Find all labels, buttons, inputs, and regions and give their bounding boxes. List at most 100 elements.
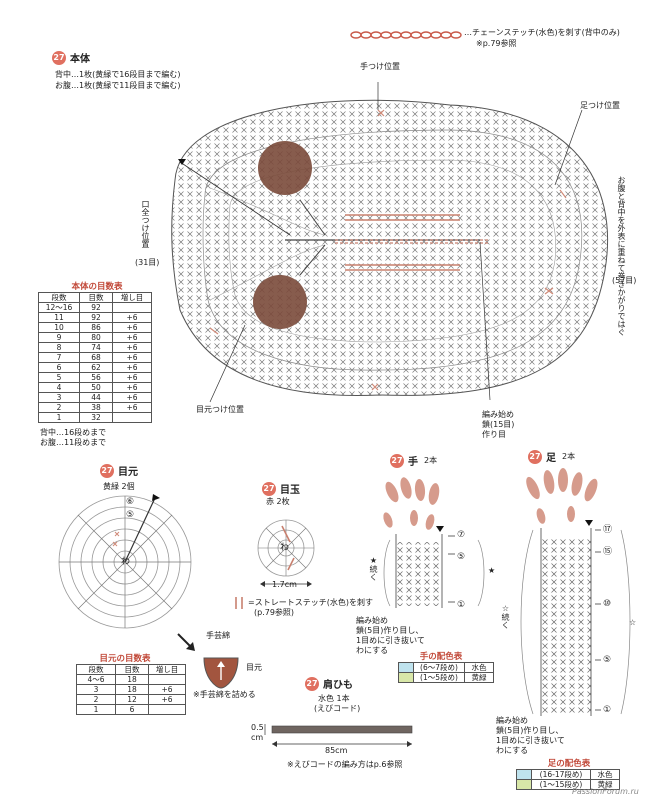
table-cell: 5 bbox=[38, 372, 80, 383]
body-chart-diagram bbox=[171, 82, 609, 403]
body-title: 本体 bbox=[70, 54, 90, 65]
table-header-row: 段数 目数 増し目 bbox=[76, 664, 186, 675]
foot-round-5: ⑤ bbox=[603, 655, 612, 665]
table-cell: 74 bbox=[79, 342, 113, 353]
table-cell: 水色 bbox=[464, 662, 494, 673]
hand-heading: 27 手 2本 bbox=[390, 453, 437, 468]
body-desc-back: 背中…1枚(黄緑で16段目まで編む) bbox=[55, 70, 181, 79]
table-cell bbox=[112, 412, 152, 423]
color-swatch bbox=[516, 779, 532, 790]
hand-round-7: ⑦ bbox=[457, 530, 466, 540]
table-cell: 56 bbox=[79, 372, 113, 383]
table-cell: +6 bbox=[112, 402, 152, 413]
foot-start-3: 1目めに引き抜いて bbox=[496, 736, 565, 745]
table-cell: 10 bbox=[38, 322, 80, 333]
hand-number-badge: 27 bbox=[390, 453, 404, 468]
color-swatch bbox=[398, 672, 414, 683]
table-cell: 9 bbox=[38, 332, 80, 343]
table-header-cell: 増し目 bbox=[112, 292, 152, 303]
table-header-cell: 段数 bbox=[38, 292, 80, 303]
body-heading: 27 本体 bbox=[52, 50, 90, 65]
table-cell: +6 bbox=[112, 332, 152, 343]
table-cell: 7 bbox=[38, 352, 80, 363]
hand-color-table-title: 手の配色表 bbox=[419, 652, 463, 662]
eyeball-number-badge: 27 bbox=[262, 481, 276, 496]
count-note-belly: お腹…11段めまで bbox=[40, 438, 107, 447]
foot-heading: 27 足 2本 bbox=[528, 449, 575, 464]
cord-type: (えびコード) bbox=[314, 704, 361, 713]
table-cell: +6 bbox=[112, 362, 152, 373]
foot-round-17: ⑰ bbox=[603, 525, 613, 535]
table-cell bbox=[112, 302, 152, 313]
table-cell: 44 bbox=[79, 392, 113, 403]
hand-start-2: 鎖(5目)作り目し、 bbox=[356, 626, 424, 635]
table-cell: 18 bbox=[115, 684, 149, 695]
foot-continue-mark: ☆続く bbox=[501, 604, 510, 629]
straight-stitch-note: =ストレートステッチ(水色)を刺す bbox=[248, 598, 373, 607]
table-cell: 水色 bbox=[590, 769, 620, 780]
eyeball-size: 1.7cm bbox=[272, 580, 297, 589]
table-cell: +6 bbox=[112, 312, 152, 323]
table-cell: 8 bbox=[38, 342, 80, 353]
eye-base-number-badge: 27 bbox=[100, 463, 114, 478]
cord-length: 85cm bbox=[325, 746, 348, 755]
table-cell: 黄緑 bbox=[464, 672, 494, 683]
table-cell: 80 bbox=[79, 332, 113, 343]
hand-star-mark: ★ bbox=[488, 566, 496, 575]
hand-chart-diagram bbox=[383, 477, 485, 608]
table-cell: +6 bbox=[112, 382, 152, 393]
table-cell: 38 bbox=[79, 402, 113, 413]
eyeball-chart-diagram bbox=[257, 519, 315, 587]
mouth-position-label: 口全つけ位置 bbox=[141, 200, 150, 248]
foot-color-table-title: 足の配色表 bbox=[547, 759, 591, 769]
stuffing-label: 手芸綿 bbox=[206, 631, 230, 640]
hand-start-1: 編み始め bbox=[356, 616, 388, 625]
table-row: (6〜7段め)水色 bbox=[398, 662, 494, 673]
seam-note: お腹と背中を外表に重ねて巻きかがりではぐ bbox=[617, 176, 626, 336]
hand-round-5: ⑤ bbox=[457, 552, 466, 562]
table-cell: 68 bbox=[79, 352, 113, 363]
table-cell: 6 bbox=[115, 704, 149, 715]
cord-illustration bbox=[264, 724, 413, 747]
foot-round-10: ⑩ bbox=[603, 599, 612, 609]
table-cell: 50 bbox=[79, 382, 113, 393]
hand-continue-mark: ★続く bbox=[369, 556, 378, 581]
table-header-row: 段数 目数 増し目 bbox=[38, 292, 152, 303]
table-cell: 18 bbox=[115, 674, 149, 685]
chain-stitch-sample bbox=[350, 31, 462, 39]
foot-chart-diagram bbox=[520, 468, 631, 716]
table-cell: (6〜7段め) bbox=[413, 662, 465, 673]
table-cell: 6 bbox=[38, 362, 80, 373]
foot-start-1: 編み始め bbox=[496, 716, 528, 725]
table-cell: 2 bbox=[38, 402, 80, 413]
table-cell: +6 bbox=[112, 372, 152, 383]
table-row: (16-17段め)水色 bbox=[516, 769, 620, 780]
chain-stitch-note: …チェーンステッチ(水色)を刺す(背中のみ) bbox=[464, 28, 620, 37]
cord-width-unit: cm bbox=[251, 733, 264, 742]
eye-base-heading: 27 目元 bbox=[100, 463, 138, 478]
table-cell: 黄緑 bbox=[590, 779, 620, 790]
color-swatch bbox=[516, 769, 532, 780]
table-header-cell: 段数 bbox=[76, 664, 116, 675]
chain-stitch-ref: ※p.79参照 bbox=[476, 39, 517, 48]
eye-base-part-label: 目元 bbox=[246, 663, 262, 672]
cord-number-badge: 27 bbox=[305, 676, 319, 691]
foot-round-1: ① bbox=[603, 705, 612, 715]
table-cell: 12 bbox=[115, 694, 149, 705]
eye-base-round-5: ⑤ bbox=[126, 510, 135, 520]
eye-base-chart-diagram bbox=[58, 494, 192, 629]
foot-number-badge: 27 bbox=[528, 449, 542, 464]
color-swatch bbox=[398, 662, 414, 673]
table-cell: 1 bbox=[76, 704, 116, 715]
